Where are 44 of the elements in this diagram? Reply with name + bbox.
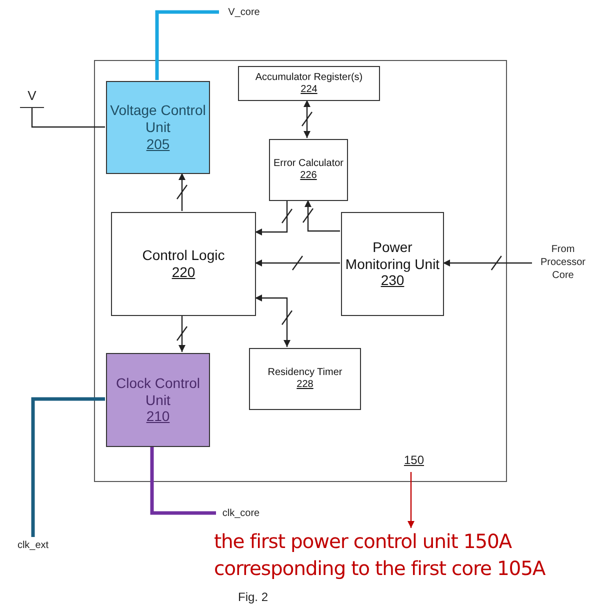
block-box	[249, 348, 361, 410]
arrow	[255, 294, 290, 347]
signal-label: V	[28, 88, 36, 103]
connector-line	[155, 10, 219, 80]
block-box	[269, 139, 348, 201]
signal-label: clk_ext	[8, 537, 58, 553]
arrow	[178, 315, 186, 352]
block-name: Voltage Control Unit	[109, 102, 207, 136]
reference-number: 150	[404, 453, 424, 467]
reference-number: 228	[296, 379, 314, 391]
arrow	[178, 173, 186, 211]
signal-label: From Processor Core	[532, 239, 594, 285]
signal-label: clk_core	[216, 505, 266, 521]
figure-caption: Fig. 2	[238, 590, 268, 604]
connector-line	[31, 108, 105, 128]
block-box	[238, 66, 380, 101]
block-name: Clock Control Unit	[114, 374, 202, 408]
reference-number: 205	[146, 136, 170, 153]
reference-number: 220	[172, 264, 196, 281]
arrow	[408, 472, 414, 528]
signal-label: V_core	[219, 4, 269, 20]
block-box	[341, 212, 444, 316]
unit-frame	[94, 60, 507, 482]
block-name: Power Monitoring Unit	[344, 238, 441, 272]
arrow	[304, 100, 310, 138]
block-name: Error Calculator	[273, 158, 344, 170]
reference-number: 226	[300, 170, 317, 182]
supply-symbol	[20, 88, 44, 108]
arrow	[255, 200, 288, 236]
arrow	[304, 200, 340, 232]
arrow	[255, 260, 340, 266]
block-name: Control Logic	[142, 247, 225, 264]
block-name: Accumulator Register(s)	[255, 72, 363, 84]
block-box	[111, 212, 256, 316]
reference-number: 230	[380, 272, 404, 290]
block-name: Residency Timer	[268, 367, 342, 379]
reference-number: 224	[300, 84, 318, 96]
block-box	[106, 81, 210, 174]
reference-number: 210	[146, 408, 170, 426]
connector-line	[31, 397, 105, 537]
annotation-text: the first power control unit 150A corresponding to the first core 105A	[214, 528, 594, 584]
arrow	[443, 260, 532, 266]
block-box	[106, 353, 210, 447]
connector-line	[150, 446, 216, 515]
